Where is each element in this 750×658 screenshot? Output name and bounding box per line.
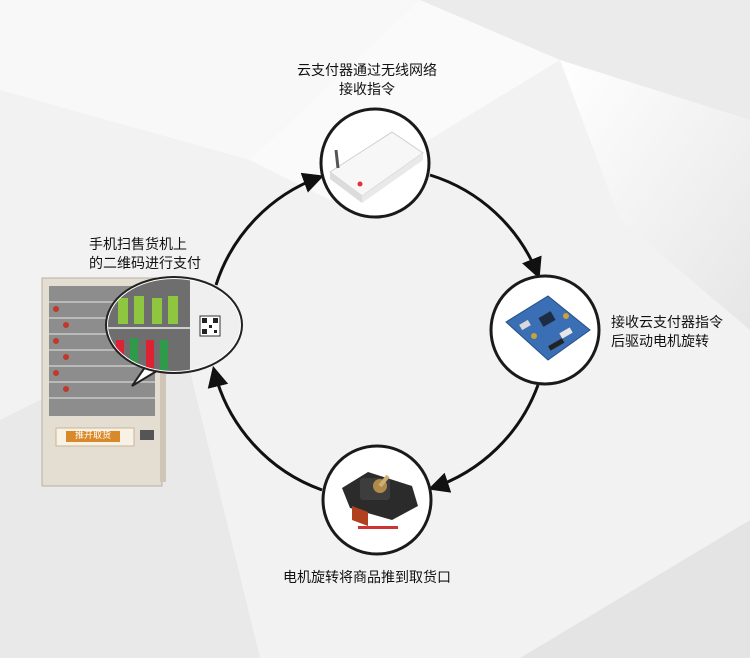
pickup-panel-label: 推开取货 (74, 431, 111, 441)
arrow-scan-to-cloud (214, 172, 324, 286)
cloud-payer-device-image (329, 131, 424, 203)
motor-image (342, 472, 418, 529)
caption-line: 电机旋转将商品推到取货口 (283, 570, 451, 586)
caption-line: 的二维码进行支付 (89, 256, 201, 272)
scan-zoom-bubble (105, 276, 243, 387)
caption-line: 接收云支付器指令 (611, 315, 723, 331)
cloud-payer-node (319, 107, 431, 219)
caption-line: 手机扫售货机上 (89, 237, 187, 253)
motor-node (321, 444, 433, 556)
caption-line: 云支付器通过无线网络 (297, 63, 437, 79)
caption-line: 接收指令 (339, 82, 395, 98)
arrow-motor-to-scan (207, 365, 323, 492)
scan-payment-caption: 手机扫售货机上 的二维码进行支付 (89, 236, 201, 274)
arrow-cloud-to-board (429, 173, 542, 279)
cloud-payer-caption: 云支付器通过无线网络 接收指令 (297, 62, 437, 100)
control-board-caption: 接收云支付器指令 后驱动电机旋转 (611, 314, 723, 352)
control-board-node (489, 274, 601, 386)
control-board-image (505, 295, 591, 361)
caption-line: 后驱动电机旋转 (611, 334, 709, 350)
arrow-board-to-motor (428, 384, 540, 493)
motor-caption: 电机旋转将商品推到取货口 (283, 569, 451, 588)
